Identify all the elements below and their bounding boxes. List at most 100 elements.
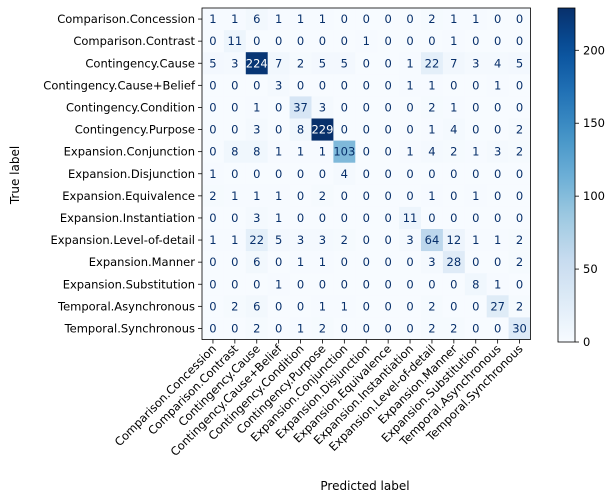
heatmap-cell — [289, 229, 312, 252]
heatmap-cell — [289, 52, 312, 75]
heatmap-cell — [421, 140, 444, 163]
cell-value: 0 — [406, 167, 413, 181]
cell-value: 0 — [231, 277, 238, 291]
cell-value: 1 — [450, 34, 457, 48]
cell-value: 0 — [450, 167, 457, 181]
y-tick-label: Expansion.Instantiation — [60, 211, 195, 225]
heatmap-cell — [245, 30, 268, 53]
cell-value: 12 — [447, 233, 462, 247]
cell-value: 0 — [297, 277, 304, 291]
cell-value: 27 — [490, 299, 505, 313]
cell-value: 64 — [425, 233, 440, 247]
heatmap-cell — [267, 317, 290, 340]
cell-value: 0 — [319, 78, 326, 92]
heatmap-cell — [508, 229, 531, 252]
cell-value: 3 — [494, 145, 501, 159]
heatmap-cell — [486, 52, 509, 75]
cell-value: 11 — [228, 34, 243, 48]
colorbar-tick-label: 150 — [583, 116, 605, 130]
heatmap-cell — [486, 206, 509, 230]
heatmap-cell — [486, 273, 509, 296]
cell-value: 0 — [319, 34, 326, 48]
cell-value: 0 — [516, 12, 523, 26]
heatmap-cell — [245, 52, 268, 75]
heatmap-cell — [355, 273, 378, 296]
cell-value: 0 — [319, 211, 326, 225]
cell-value: 0 — [209, 277, 216, 291]
cell-value: 1 — [209, 167, 216, 181]
cell-value: 0 — [275, 100, 282, 114]
cell-value: 0 — [363, 255, 370, 269]
cell-value: 22 — [249, 233, 264, 247]
heatmap-cell — [223, 251, 247, 274]
colorbar-tick-label: 200 — [583, 43, 605, 57]
cell-value: 3 — [253, 123, 260, 137]
cell-value: 2 — [209, 189, 216, 203]
heatmap-cell — [442, 251, 466, 274]
heatmap-cell — [442, 273, 466, 296]
heatmap-cell — [245, 229, 268, 252]
cell-value: 0 — [209, 321, 216, 335]
heatmap-cell — [202, 295, 225, 318]
heatmap-cell — [333, 206, 356, 230]
heatmap-cell — [202, 162, 225, 186]
cell-value: 0 — [363, 56, 370, 70]
cell-value: 0 — [516, 34, 523, 48]
heatmap-cell — [289, 184, 312, 208]
heatmap-cell — [223, 74, 247, 97]
cell-value: 1 — [209, 233, 216, 247]
heatmap-cell — [355, 162, 378, 186]
heatmap-cell — [421, 96, 444, 119]
heatmap-cell — [464, 8, 487, 31]
heatmap-cell — [333, 317, 356, 340]
cell-value: 0 — [428, 277, 435, 291]
y-axis-label: True label — [8, 146, 22, 205]
cell-value: 0 — [516, 78, 523, 92]
cell-value: 0 — [297, 34, 304, 48]
cell-value: 0 — [209, 78, 216, 92]
colorbar-tick-label: 100 — [583, 189, 605, 203]
heatmap-cell — [223, 273, 247, 296]
heatmap-cell — [464, 184, 487, 208]
cell-value: 0 — [275, 34, 282, 48]
cell-value: 1 — [494, 78, 501, 92]
y-tick-labels: Comparison.ConcessionComparison.Contrast… — [43, 12, 202, 335]
cell-value: 0 — [209, 255, 216, 269]
heatmap-cell — [267, 206, 290, 230]
cell-value: 5 — [341, 56, 348, 70]
cell-value: 0 — [363, 100, 370, 114]
heatmap-cell — [442, 96, 466, 119]
cell-value: 3 — [428, 255, 435, 269]
cell-value: 5 — [319, 56, 326, 70]
heatmap-cell — [399, 30, 422, 53]
cell-value: 1 — [319, 12, 326, 26]
cell-value: 0 — [384, 299, 391, 313]
cell-value: 2 — [450, 321, 457, 335]
cell-value: 0 — [384, 34, 391, 48]
cell-value: 0 — [363, 12, 370, 26]
heatmap-cell — [245, 273, 268, 296]
heatmap-cell — [267, 273, 290, 296]
cell-value: 0 — [209, 211, 216, 225]
heatmap-cell — [377, 251, 400, 274]
cell-value: 0 — [472, 255, 479, 269]
y-tick-label: Comparison.Contrast — [73, 34, 195, 48]
heatmap-cell — [421, 52, 444, 75]
heatmap-cell — [202, 317, 225, 340]
cell-value: 7 — [450, 56, 457, 70]
heatmap-cell — [223, 184, 247, 208]
cell-value: 1 — [472, 233, 479, 247]
heatmap-cell — [245, 295, 268, 318]
heatmap-cell — [442, 295, 466, 318]
cell-value: 6 — [253, 299, 260, 313]
cell-value: 0 — [428, 211, 435, 225]
cell-value: 0 — [406, 100, 413, 114]
cell-value: 1 — [428, 123, 435, 137]
cell-value: 0 — [231, 321, 238, 335]
heatmap-cell — [245, 206, 268, 230]
heatmap-cell — [223, 295, 247, 318]
cell-value: 8 — [253, 145, 260, 159]
cell-value: 1 — [406, 145, 413, 159]
